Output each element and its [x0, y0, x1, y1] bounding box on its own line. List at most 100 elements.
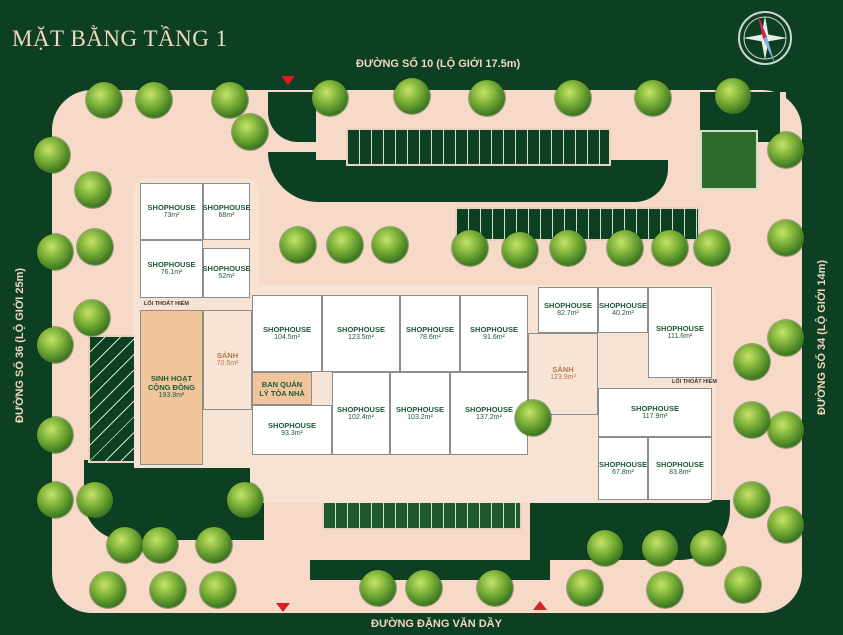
tree-icon — [768, 132, 804, 168]
tree-icon — [690, 530, 726, 566]
room-name: SẢNH — [552, 365, 574, 375]
tree-icon — [555, 80, 591, 116]
tree-icon — [227, 482, 263, 518]
room-name: SHOPHOUSE — [147, 260, 196, 270]
tree-icon — [196, 527, 232, 563]
room-area: 40.2m² — [612, 310, 634, 318]
tree-icon — [372, 227, 408, 263]
emergency-exit-label-right: LỐI THOÁT HIỂM — [672, 379, 717, 385]
room-area: 104.5m² — [274, 333, 300, 341]
tree-icon — [360, 570, 396, 606]
tree-icon — [652, 230, 688, 266]
room-area: 76.1m² — [160, 269, 183, 277]
room-name: SHOPHOUSE — [656, 323, 704, 333]
emergency-exit-label-left: LỐI THOÁT HIỂM — [144, 301, 189, 307]
tree-icon — [515, 400, 551, 436]
room-area: 137.2m² — [476, 413, 502, 421]
tree-icon — [77, 229, 113, 265]
tree-icon — [694, 230, 730, 266]
parking-area — [346, 128, 611, 166]
room-area: 123.5m² — [348, 333, 374, 341]
room-area: 73m² — [163, 211, 180, 219]
tree-icon — [312, 80, 348, 116]
room-area: 82.7m² — [557, 310, 579, 318]
room-area: 117.9m² — [642, 412, 668, 420]
tree-icon — [607, 230, 643, 266]
tree-icon — [715, 78, 751, 114]
room-area: 193.9m² — [158, 392, 185, 400]
room-area: 68m² — [218, 211, 235, 219]
tree-icon — [212, 82, 248, 118]
room-area: 123.9m² — [550, 374, 576, 382]
room-area: 91.6m² — [483, 333, 505, 341]
room-name: SHOPHOUSE — [631, 403, 679, 413]
room-area: 67.8m² — [612, 468, 634, 476]
tree-icon — [150, 572, 186, 608]
tree-icon — [502, 232, 538, 268]
tree-icon — [136, 82, 172, 118]
entrance-marker-icon — [276, 603, 290, 612]
room-area: 83.8m² — [669, 468, 691, 476]
tree-icon — [406, 570, 442, 606]
room-name: SHOPHOUSE — [599, 459, 647, 469]
room-name: SHOPHOUSE — [656, 459, 704, 469]
room-name: SHOPHOUSE — [544, 301, 592, 311]
tree-icon — [635, 80, 671, 116]
sport-court — [700, 130, 758, 190]
room-name: SHOPHOUSE — [337, 404, 385, 414]
tree-icon — [37, 327, 73, 363]
tree-icon — [734, 402, 770, 438]
tree-icon — [74, 300, 110, 336]
tree-icon — [394, 78, 430, 114]
room-name: SHOPHOUSE — [396, 404, 444, 414]
compass-icon — [738, 11, 792, 65]
landscape-area — [268, 92, 318, 142]
tree-icon — [232, 114, 268, 150]
room-area: 111.6m² — [667, 332, 693, 340]
tree-icon — [477, 570, 513, 606]
tree-icon — [647, 572, 683, 608]
tree-icon — [107, 527, 143, 563]
entrance-marker-icon — [281, 76, 295, 85]
room-name: SẢNH — [216, 351, 239, 361]
road-label-right: ĐƯỜNG SỐ 34 (LỘ GIỚI 14m) — [816, 259, 828, 415]
tree-icon — [768, 220, 804, 256]
tree-icon — [642, 530, 678, 566]
room-name: SHOPHOUSE — [406, 324, 454, 334]
room-area: 78.6m² — [419, 333, 441, 341]
room-area: 93.3m² — [281, 430, 303, 438]
room-name: SHOPHOUSE — [263, 324, 311, 334]
parking-area — [88, 335, 140, 463]
tree-icon — [37, 234, 73, 270]
road-label-left: ĐƯỜNG SỐ 36 (LỘ GIỚI 25m) — [14, 267, 26, 423]
room-name: SHOPHOUSE — [465, 404, 513, 414]
room-area: 103.2m² — [407, 413, 433, 421]
tree-icon — [567, 570, 603, 606]
room-name: SHOPHOUSE — [202, 264, 251, 274]
tree-icon — [725, 567, 761, 603]
tree-icon — [768, 320, 804, 356]
tree-icon — [550, 230, 586, 266]
tree-icon — [37, 417, 73, 453]
room-name: SHOPHOUSE — [470, 324, 518, 334]
tree-icon — [77, 482, 113, 518]
tree-icon — [37, 482, 73, 518]
entrance-marker-icon — [533, 601, 547, 610]
tree-icon — [75, 172, 111, 208]
tree-icon — [200, 572, 236, 608]
